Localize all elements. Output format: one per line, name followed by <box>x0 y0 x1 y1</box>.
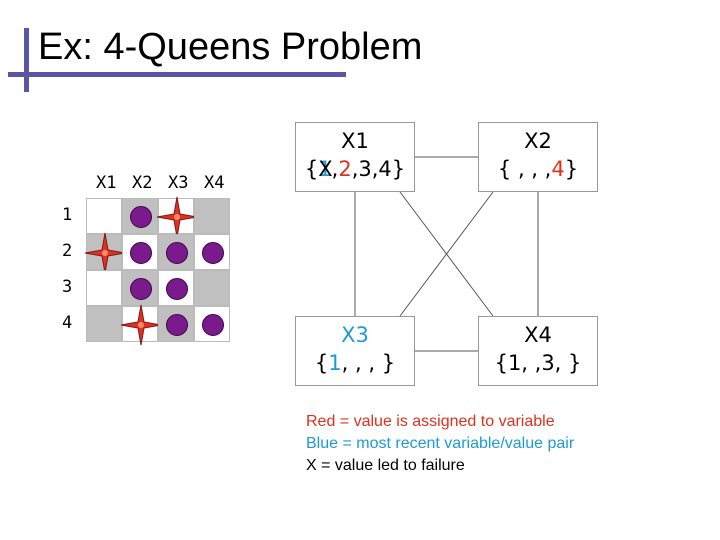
legend-red: Red = value is assigned to variable <box>306 413 555 430</box>
chess-board <box>84 196 230 346</box>
queen-icon <box>120 304 162 346</box>
eliminated-value-dot <box>130 242 152 264</box>
node-x3-domain: {1, , , } <box>314 351 396 375</box>
board-cell <box>86 198 122 234</box>
column-header-x4: X4 <box>204 173 225 193</box>
legend-blue: Blue = most recent variable/value pair <box>306 435 575 452</box>
board-cell <box>158 306 194 342</box>
board-cell <box>194 270 230 306</box>
node-x2: X2 { , , ,4} <box>478 122 598 192</box>
eliminated-value-dot <box>166 278 188 300</box>
row-header-1: 1 <box>62 205 73 225</box>
node-x4-domain: {1, ,3, } <box>494 351 582 375</box>
board-cell <box>84 232 126 274</box>
board-cell <box>194 306 230 342</box>
board-cell <box>194 234 230 270</box>
board-cell <box>194 198 230 234</box>
eliminated-value-dot <box>166 242 188 264</box>
board-cell <box>120 304 162 346</box>
board-cell <box>158 234 194 270</box>
legend-failure: X = value led to failure <box>306 457 465 474</box>
node-x4-label: X4 <box>524 323 552 347</box>
eliminated-value-dot <box>202 242 224 264</box>
node-x1-label: X1 <box>341 129 369 153</box>
row-header-3: 3 <box>62 277 73 297</box>
board-cell <box>158 270 194 306</box>
node-x3: X3 {1, , , } <box>295 316 415 386</box>
eliminated-value-dot <box>166 314 188 336</box>
row-header-2: 2 <box>62 241 73 261</box>
eliminated-value-dot <box>202 314 224 336</box>
board-cell <box>122 270 158 306</box>
board-cell <box>86 306 122 342</box>
title-accent-horizontal <box>8 72 346 77</box>
eliminated-value-dot <box>130 206 152 228</box>
row-header-4: 4 <box>62 313 73 333</box>
node-x3-label: X3 <box>341 323 369 347</box>
board-cell <box>122 198 158 234</box>
title-accent-vertical <box>24 28 29 92</box>
board-cell <box>122 234 158 270</box>
node-x2-label: X2 <box>524 129 552 153</box>
node-x4: X4 {1, ,3, } <box>478 316 598 386</box>
eliminated-value-dot <box>130 278 152 300</box>
failure-mark: X <box>318 157 333 181</box>
column-header-x2: X2 <box>132 173 153 193</box>
board-cell <box>156 196 198 238</box>
column-header-x1: X1 <box>96 173 117 193</box>
slide-title: Ex: 4-Queens Problem <box>38 26 423 68</box>
column-header-x3: X3 <box>168 173 189 193</box>
board-cell <box>86 270 122 306</box>
edge-x2-x3 <box>399 191 494 317</box>
node-x2-domain: { , , ,4} <box>497 157 579 181</box>
